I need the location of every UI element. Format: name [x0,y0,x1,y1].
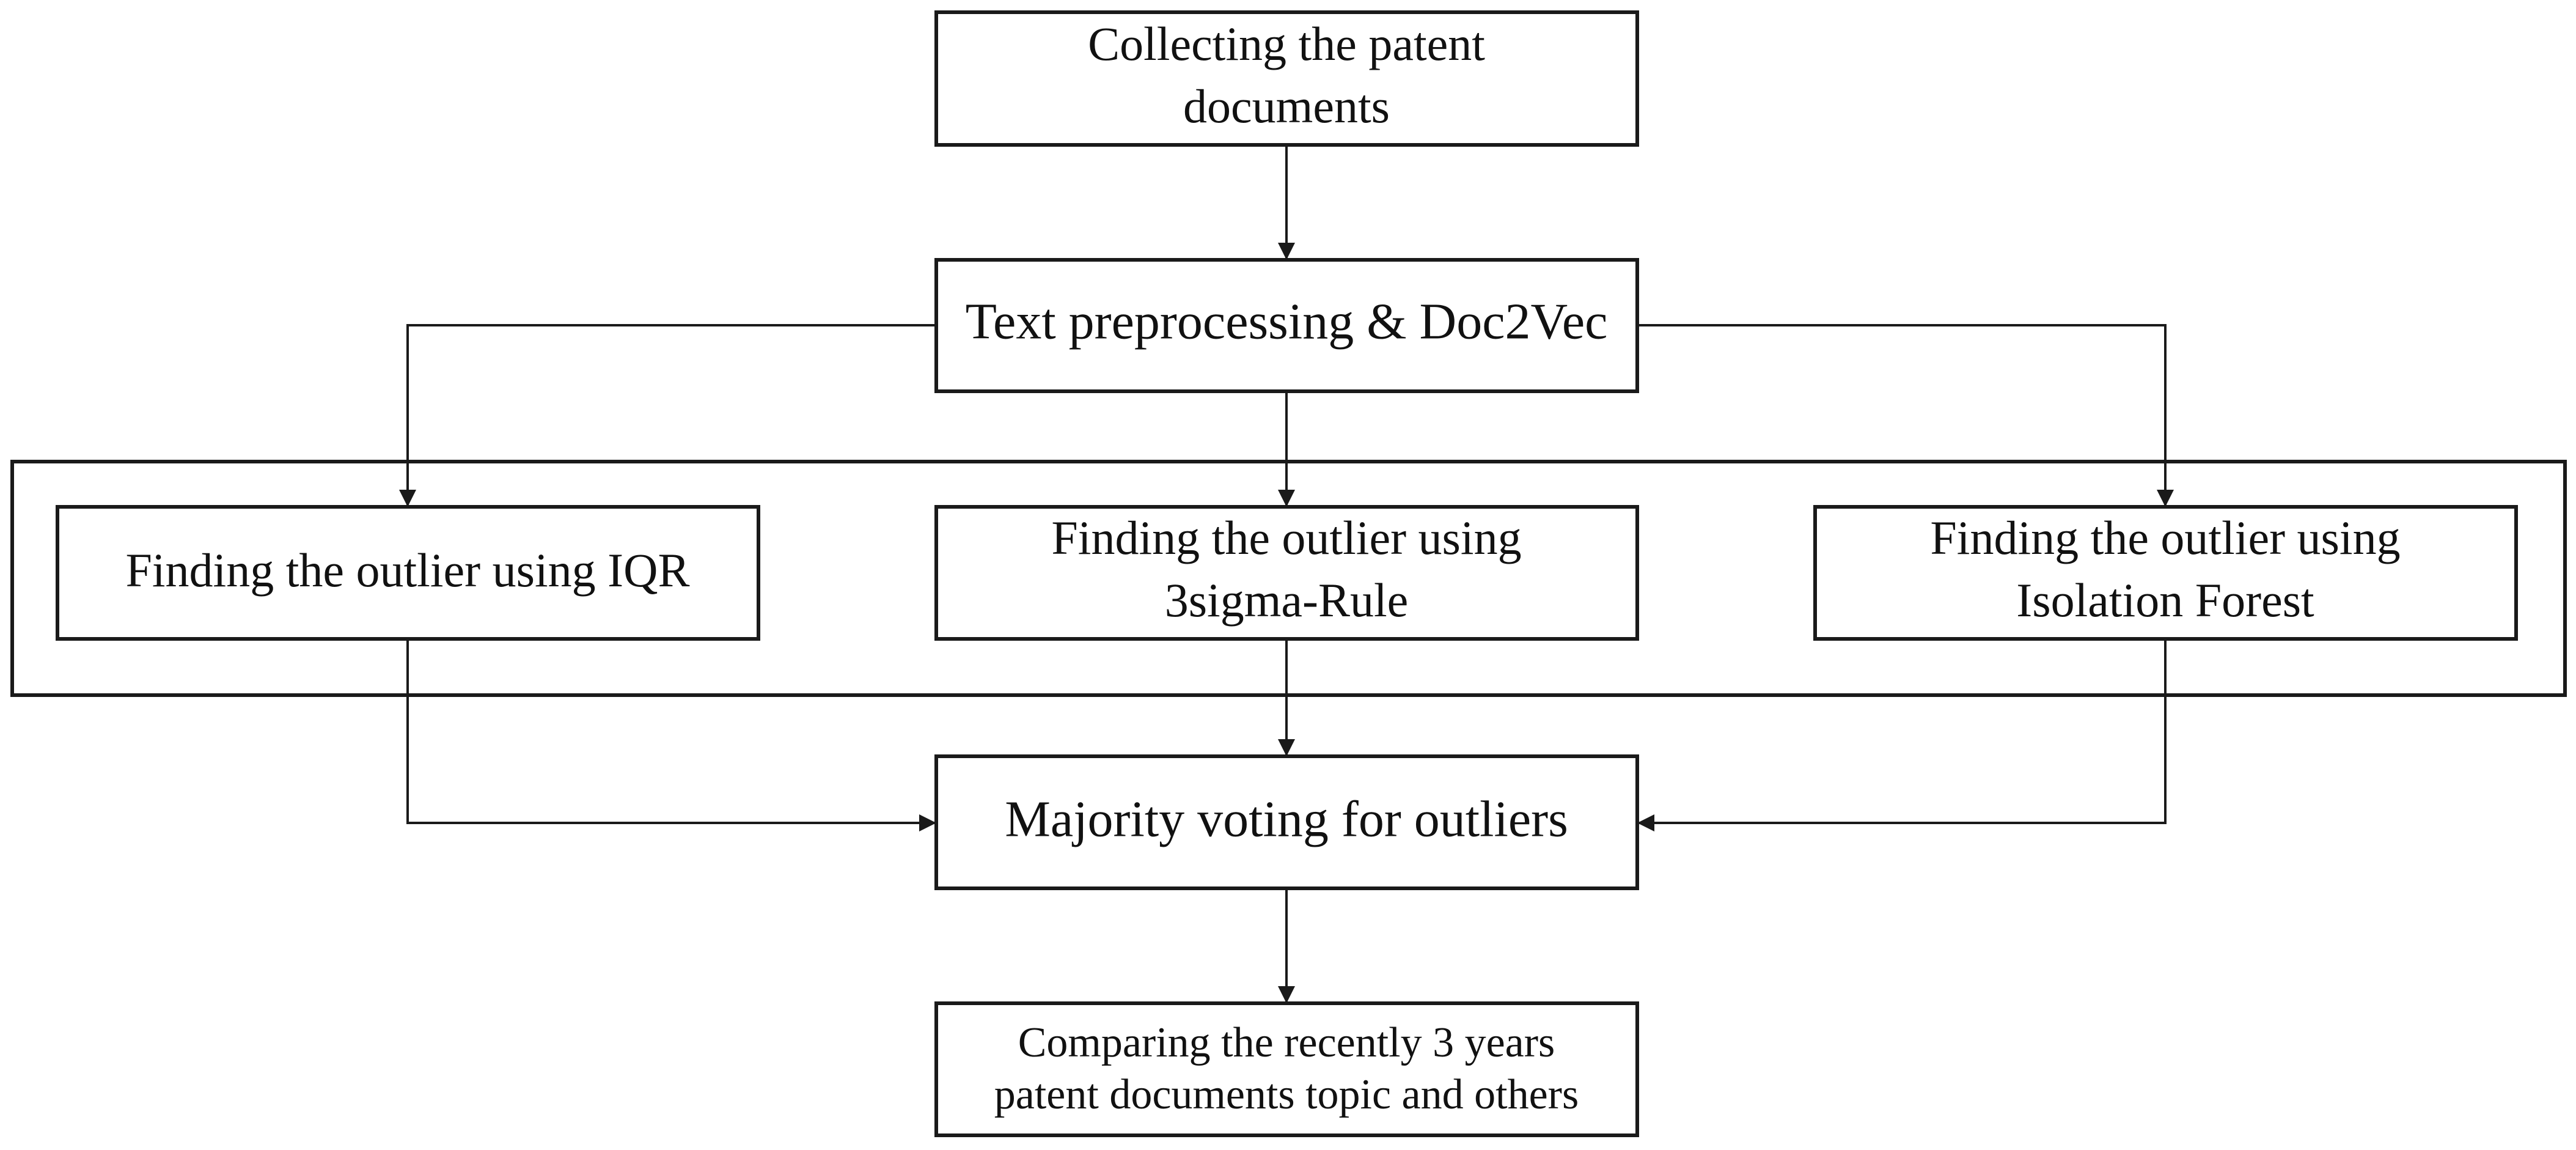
node-text-preprocessing: Text preprocessing & Doc2Vec [934,258,1639,393]
node-iqr-line-1: Finding the outlier using IQR [126,544,690,597]
edge-preprocess-to-iforest [1637,324,2174,507]
edge-preprocess-to-iqr [399,324,936,507]
node-majority-voting: Majority voting for outliers [934,754,1639,890]
node-iforest-line-1: Finding the outlier using [1930,511,2400,564]
node-sigma-line-1: Finding the outlier using [1051,511,1521,564]
node-collect-patent-documents: Collecting the patent documents [934,10,1639,147]
node-compare-line-2: patent documents topic and others [994,1071,1579,1118]
node-outlier-3sigma: Finding the outlier using 3sigma-Rule [934,505,1639,641]
node-outlier-iqr: Finding the outlier using IQR [56,505,760,641]
node-preprocess-line-1: Text preprocessing & Doc2Vec [966,293,1608,350]
node-collect-line-2: documents [1183,79,1390,133]
node-compare-line-1: Comparing the recently 3 years [1018,1019,1555,1066]
edge-iqr-to-voting [406,639,936,831]
node-outlier-isolation-forest: Finding the outlier using Isolation Fore… [1813,505,2518,641]
node-sigma-line-2: 3sigma-Rule [1165,573,1409,627]
edge-iforest-to-voting [1637,639,2167,831]
node-collect-line-1: Collecting the patent [1088,17,1485,70]
node-iforest-line-2: Isolation Forest [2016,573,2314,627]
node-voting-line-1: Majority voting for outliers [1005,791,1568,847]
outlier-methods-group-frame [10,460,2567,697]
node-compare-topics: Comparing the recently 3 years patent do… [934,1001,1639,1137]
